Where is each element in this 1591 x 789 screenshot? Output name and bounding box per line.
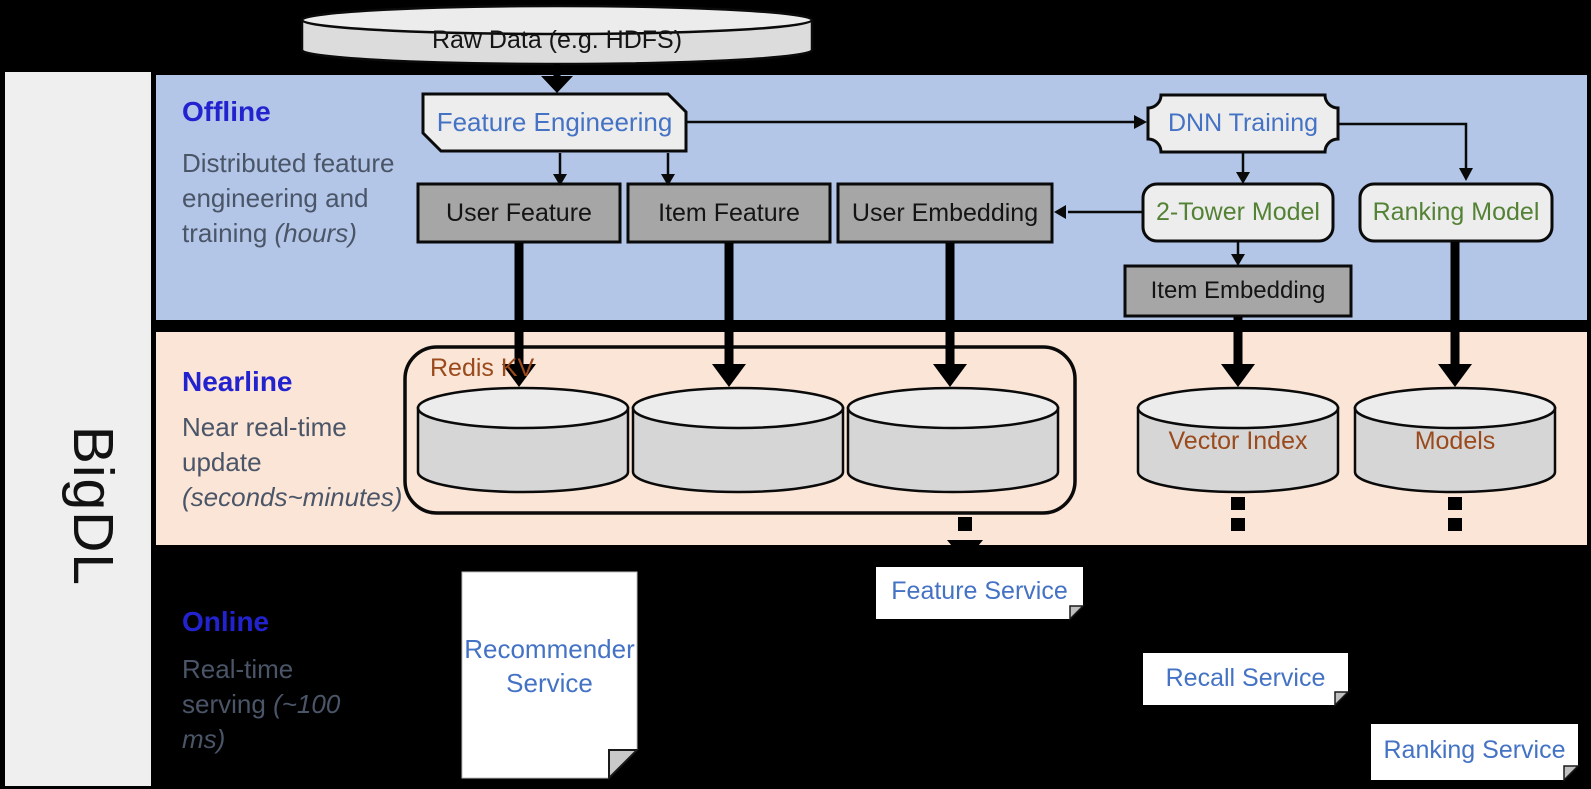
nearline-section-description: Near real-time update (seconds~minutes) [182,410,422,514]
user-embedding-shape [836,182,1054,244]
dnn-training-shape [1146,93,1340,154]
redis-cylinder-3 [846,386,1060,494]
recommender-service-label: Recommender Service [464,634,635,698]
thick-arrows [502,64,1472,387]
vector-index-label: Vector Index [1168,426,1308,455]
redis-kv-label: Redis KV [430,353,535,382]
ranking-service-doc [1371,724,1580,782]
item-feature-label: Item Feature [658,198,800,227]
redis-cylinder-1 [416,386,630,494]
redis-kv-container [403,345,1077,515]
user-feature-label: User Feature [446,198,592,227]
dashed-connectors [947,497,1462,562]
nearline-desc-text: Near real-time update [182,412,347,477]
offline-section-description: Distributed feature engineering and trai… [182,146,397,250]
ranking-model-shape [1358,182,1554,243]
item-feature-shape [626,182,832,244]
feature-engineering-label: Feature Engineering [436,106,673,137]
user-feature-shape [416,182,622,244]
thin-arrows [553,115,1473,266]
recall-service-doc [1143,653,1350,707]
feature-service-doc [876,567,1085,621]
raw-data-cylinder [300,4,814,66]
dnn-training-label: DNN Training [1167,109,1319,138]
item-embedding-shape [1123,264,1353,318]
vector-index-cylinder [1136,386,1340,494]
bigdl-sidebar: BigDL [5,72,151,786]
online-section-title: Online [182,606,270,637]
user-embedding-label: User Embedding [851,198,1039,227]
nearline-section-title: Nearline [182,366,293,397]
feature-service-label: Feature Service [891,576,1068,605]
feature-engineering-shape [421,92,688,153]
ranking-model-label: Ranking Model [1372,198,1540,227]
recall-service-label: Recall Service [1165,663,1326,692]
online-duration-note: (~100 ms) [182,688,341,754]
recommender-service-doc [461,571,640,781]
nearline-duration-note: (seconds~minutes) [182,481,403,512]
redis-cylinder-2 [631,386,845,494]
models-cylinder [1353,386,1557,494]
online-section-description: Real-time serving (~100 ms) [182,652,352,756]
raw-data-label: Raw Data (e.g. HDFS) [431,25,683,54]
offline-section-title: Offline [182,96,271,127]
item-embedding-label: Item Embedding [1150,277,1326,305]
offline-desc-text: Distributed feature engineering and trai… [182,148,395,248]
online-desc-text: Real-time serving [182,654,294,719]
ranking-service-label: Ranking Service [1383,735,1566,764]
two-tower-model-label: 2-Tower Model [1156,198,1320,227]
offline-duration-note: (hours) [274,217,357,248]
models-label: Models [1414,426,1496,455]
